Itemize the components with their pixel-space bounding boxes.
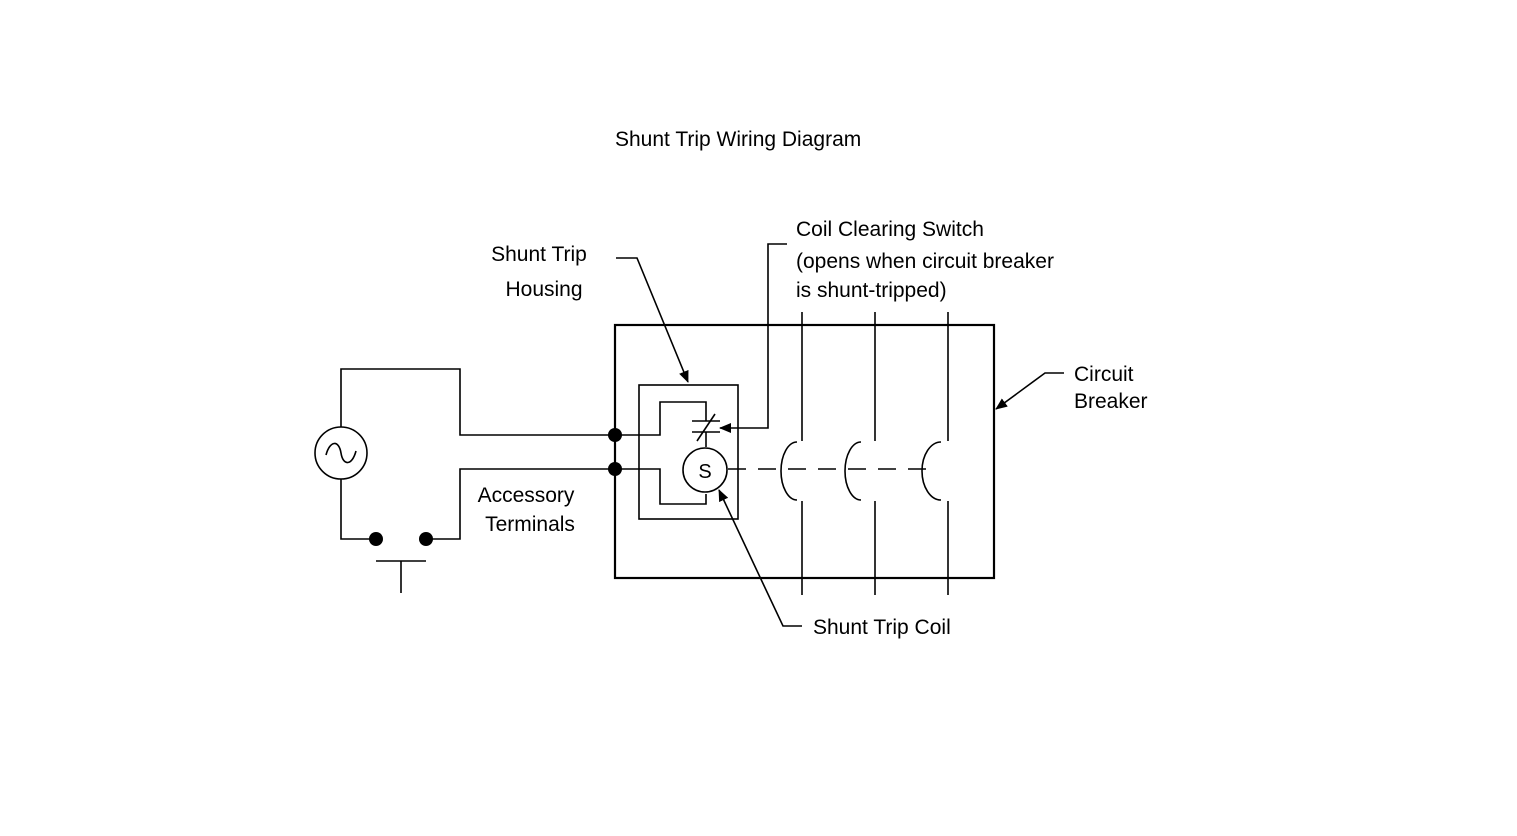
- label-circuit-breaker: Circuit Breaker: [1074, 363, 1148, 413]
- svg-text:(opens when circuit breaker: (opens when circuit breaker: [796, 250, 1054, 273]
- svg-text:Accessory: Accessory: [478, 484, 575, 507]
- label-coil-clearing-switch: Coil Clearing Switch (opens when circuit…: [796, 218, 1054, 302]
- breaker-poles: [780, 312, 949, 595]
- ac-source-icon: [314, 426, 368, 480]
- internal-wiring: [615, 401, 707, 505]
- label-shunt-trip-housing: Shunt Trip Housing: [491, 243, 587, 301]
- switch-leader: [719, 243, 787, 433]
- label-accessory-terminals: Accessory Terminals: [478, 484, 575, 536]
- breaker-pole: [780, 312, 803, 595]
- coil-letter: S: [698, 461, 711, 483]
- external-wiring: [340, 368, 615, 540]
- breaker-leader: [995, 372, 1064, 410]
- svg-text:is shunt-tripped): is shunt-tripped): [796, 279, 947, 302]
- breaker-pole: [921, 312, 949, 595]
- svg-text:Coil Clearing Switch: Coil Clearing Switch: [796, 218, 984, 241]
- breaker-pole: [844, 312, 876, 595]
- svg-text:Terminals: Terminals: [485, 513, 575, 536]
- circuit-breaker-box: [613, 323, 996, 580]
- shunt-trip-housing-box: [638, 384, 739, 520]
- svg-text:Breaker: Breaker: [1074, 390, 1148, 413]
- coil-icon: S: [682, 447, 728, 493]
- diagram-title: Shunt Trip Wiring Diagram: [615, 128, 861, 151]
- coil-leader: [718, 489, 802, 627]
- svg-text:Housing: Housing: [505, 278, 582, 301]
- svg-text:Shunt Trip: Shunt Trip: [491, 243, 587, 266]
- housing-leader: [616, 257, 689, 383]
- label-shunt-trip-coil: Shunt Trip Coil: [813, 616, 951, 639]
- svg-text:Circuit: Circuit: [1074, 363, 1134, 386]
- leader-lines: [616, 243, 1064, 627]
- normally-closed-switch-icon: [692, 413, 720, 442]
- pushbutton-switch-icon: [369, 532, 433, 593]
